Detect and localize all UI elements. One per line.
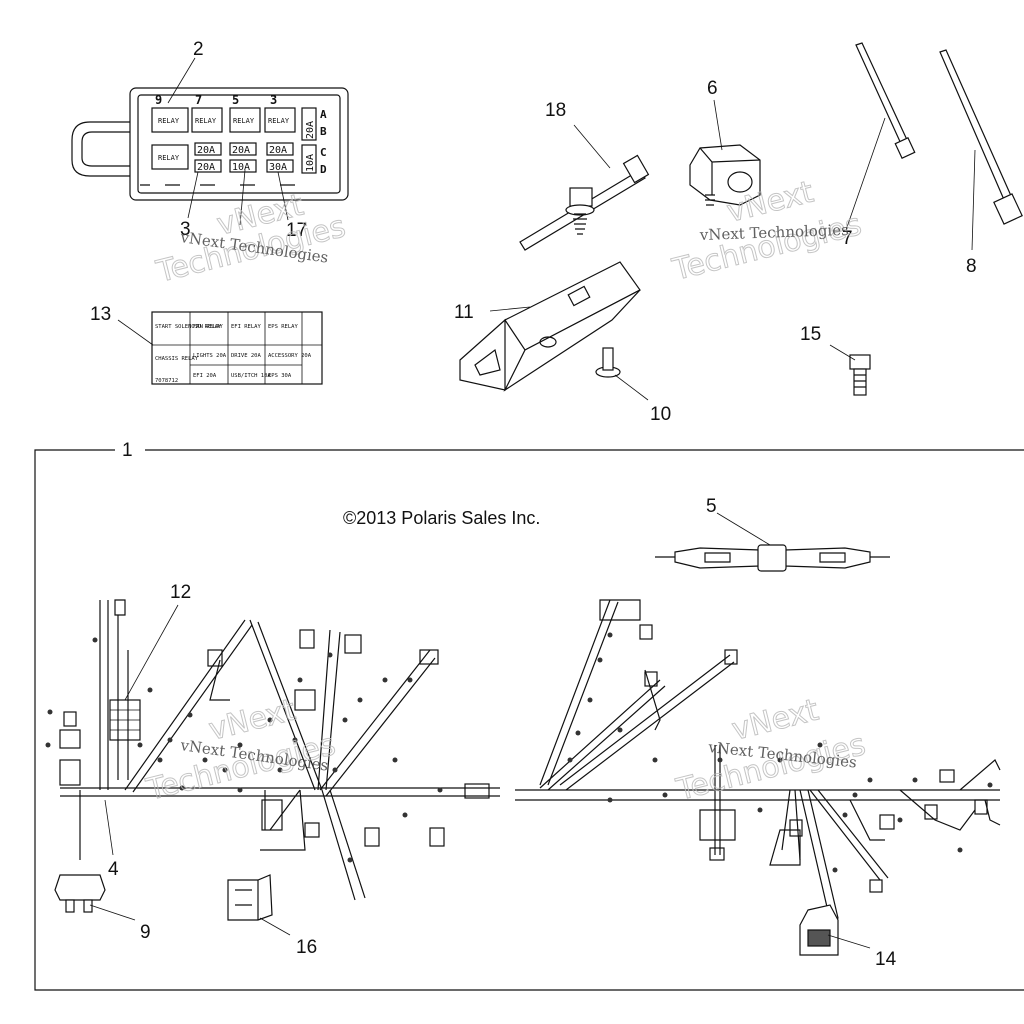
card-footer: 7078712 xyxy=(155,378,178,384)
watermark-small: vNext Technologies xyxy=(699,221,850,244)
relay-label: RELAY xyxy=(195,117,217,125)
callout-11: 11 xyxy=(454,302,474,323)
slot-number: 5 xyxy=(232,93,239,107)
side-letter: C xyxy=(320,146,327,159)
callout-12: 12 xyxy=(170,582,191,603)
fuse-label: 20A xyxy=(197,145,215,156)
fuse-label: 20A xyxy=(269,145,287,156)
card-cell: DRIVE 20A xyxy=(231,353,261,359)
fuse-label: 30A xyxy=(269,162,287,173)
cable-tie-7 xyxy=(855,42,916,160)
diagnostic-connector xyxy=(799,904,839,956)
callout-numbers: 1 2 3 4 5 6 7 8 9 10 11 12 13 14 15 16 1… xyxy=(90,39,977,970)
card-cell: ACCESSORY 20A xyxy=(268,353,312,359)
callout-5: 5 xyxy=(706,496,717,517)
callout-16: 16 xyxy=(296,937,317,958)
slot-number: 3 xyxy=(270,93,277,107)
callout-9: 9 xyxy=(140,922,151,943)
watermarks: vNext Technologies vNext Technologies vN… xyxy=(142,174,869,808)
main-wire-harness-right xyxy=(515,599,1001,921)
callout-15: 15 xyxy=(800,324,821,345)
card-cell: USB/ITCH 10A xyxy=(231,373,271,379)
card-cell: FAN RELAY xyxy=(193,324,223,330)
main-wire-harness-left xyxy=(45,599,500,901)
relay-label: RELAY xyxy=(268,117,290,125)
leader-lines xyxy=(89,57,976,949)
side-letter: A xyxy=(320,108,327,121)
assembly-frame xyxy=(34,449,1024,991)
callout-3: 3 xyxy=(180,219,191,240)
cable-tie-mount xyxy=(519,154,650,251)
callout-1: 1 xyxy=(122,440,133,461)
push-rivet xyxy=(595,347,621,378)
callout-4: 4 xyxy=(108,859,119,880)
card-cell: EPS 30A xyxy=(268,373,292,379)
connector-boot xyxy=(227,874,273,921)
callout-17: 17 xyxy=(286,220,307,241)
callout-14: 14 xyxy=(875,949,897,970)
fuse-label: 20A xyxy=(197,162,215,173)
cable-tie-8 xyxy=(939,49,1023,225)
callout-7: 7 xyxy=(842,228,853,249)
copyright-text: ©2013 Polaris Sales Inc. xyxy=(343,508,540,528)
bolt xyxy=(849,354,871,396)
connector-housing xyxy=(689,144,761,206)
side-letter: D xyxy=(320,163,327,176)
side-fuse-label: 20A xyxy=(305,121,316,139)
callout-13: 13 xyxy=(90,304,111,325)
callout-6: 6 xyxy=(707,78,718,99)
fuse-box: RELAY RELAY RELAY RELAY RELAY 9 7 5 3 A … xyxy=(71,87,349,201)
card-cell: START SOLENOID RELAY xyxy=(155,324,222,330)
card-cell: EPS RELAY xyxy=(268,324,298,330)
card-cell: LIGHTS 20A xyxy=(193,353,227,359)
relay xyxy=(54,874,106,913)
relay-label: RELAY xyxy=(233,117,255,125)
callout-18: 18 xyxy=(545,100,566,121)
fuse-label-card: START SOLENOID RELAY FAN RELAY EFI RELAY… xyxy=(151,311,323,385)
card-cell: CHASSIS RELAY xyxy=(155,356,199,362)
fuse-label: 10A xyxy=(232,162,250,173)
callout-8: 8 xyxy=(966,256,977,277)
card-cell: EFI RELAY xyxy=(231,324,261,330)
relay-label: RELAY xyxy=(158,154,180,162)
callout-10: 10 xyxy=(650,404,671,425)
fuse-label: 20A xyxy=(232,145,250,156)
relay-label: RELAY xyxy=(158,117,180,125)
slot-number: 9 xyxy=(155,93,162,107)
bracket xyxy=(459,261,641,392)
side-fuse-label: 10A xyxy=(305,154,316,172)
callout-2: 2 xyxy=(193,39,204,60)
slot-number: 7 xyxy=(195,93,202,107)
side-letter: B xyxy=(320,125,327,138)
card-cell: EFI 20A xyxy=(193,373,217,379)
inline-fuse-holder xyxy=(655,544,890,572)
